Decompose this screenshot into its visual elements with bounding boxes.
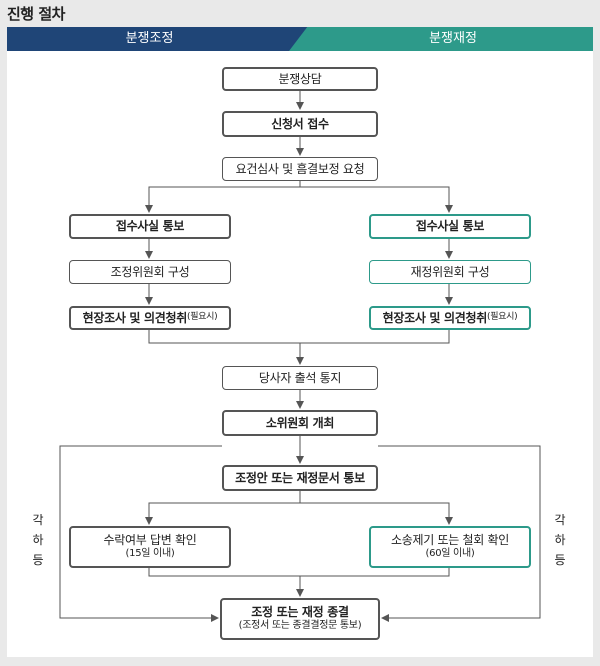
step-lawsuit-label: 소송제기 또는 철회 확인: [391, 533, 509, 548]
side-label-left: 각 하 등: [30, 510, 46, 570]
step-accept-note: (15일 이내): [125, 548, 175, 560]
step-right-receipt: 접수사실 통보: [369, 214, 531, 239]
step-left-survey-note: (필요시): [187, 312, 218, 323]
step-document-label: 조정안 또는 재정문서 통보: [235, 470, 365, 485]
step-left-survey: 현장조사 및 의견청취(필요시): [69, 306, 231, 330]
step-left-survey-label: 현장조사 및 의견청취: [82, 310, 188, 325]
tab-mediation-label: 분쟁조정: [125, 31, 174, 46]
step-subcommittee: 소위원회 개최: [222, 410, 378, 436]
split-connector-right: [300, 186, 453, 213]
step-lawsuit: 소송제기 또는 철회 확인(60일 이내): [369, 526, 531, 568]
tab-adjudication-label: 분쟁재정: [429, 31, 477, 46]
step-apply: 신청서 접수: [222, 111, 378, 137]
side-char: 등: [32, 553, 44, 567]
right-dismiss-path: [378, 445, 541, 622]
tab-mediation: 분쟁조정: [7, 27, 312, 51]
step-left-committee-label: 조정위원회 구성: [110, 264, 190, 279]
tab-adjudication: 분쟁재정: [289, 27, 593, 51]
step-consult-label: 분쟁상담: [278, 71, 322, 86]
step-left-committee: 조정위원회 구성: [69, 260, 231, 284]
step-end-note: (조정서 또는 종결결정문 통보): [238, 620, 362, 632]
step-accept-label: 수락여부 답변 확인: [103, 533, 197, 548]
step-right-receipt-label: 접수사실 통보: [415, 219, 485, 233]
step-accept: 수락여부 답변 확인(15일 이내): [69, 526, 231, 568]
step-right-committee-label: 재정위원회 구성: [410, 264, 490, 279]
step-end-label: 조정 또는 재정 종결: [251, 605, 349, 620]
side-char: 각: [554, 513, 566, 527]
side-label-right: 각 하 등: [552, 510, 568, 570]
step-notify: 당사자 출석 통지: [222, 366, 378, 390]
merge2-connector: [148, 568, 450, 577]
step-left-receipt-label: 접수사실 통보: [115, 219, 185, 233]
step-lawsuit-note: (60일 이내): [425, 548, 475, 560]
split-connector: [145, 181, 301, 213]
side-char: 각: [32, 513, 44, 527]
step-review-label: 요건심사 및 흠결보정 요청: [235, 161, 365, 176]
step-right-committee: 재정위원회 구성: [369, 260, 531, 284]
merge-connector: [148, 330, 450, 344]
step-end: 조정 또는 재정 종결(조정서 또는 종결결정문 통보): [220, 598, 380, 640]
step-left-receipt: 접수사실 통보: [69, 214, 231, 239]
step-right-survey-label: 현장조사 및 의견청취: [382, 310, 488, 325]
step-apply-label: 신청서 접수: [271, 116, 329, 131]
step-right-survey: 현장조사 및 의견청취(필요시): [369, 306, 531, 330]
split2-connector: [145, 491, 301, 525]
left-dismiss-path: [59, 445, 222, 622]
page-title: 진행 절차: [7, 5, 65, 23]
step-document: 조정안 또는 재정문서 통보: [222, 465, 378, 491]
step-subcommittee-label: 소위원회 개최: [265, 415, 335, 430]
split2-connector-right: [300, 502, 453, 525]
side-char: 하: [32, 533, 44, 547]
side-char: 등: [554, 553, 566, 567]
step-right-survey-note: (필요시): [487, 312, 518, 323]
step-review: 요건심사 및 흠결보정 요청: [222, 157, 378, 181]
track-tabs: 분쟁조정 분쟁재정: [7, 27, 593, 51]
step-consult: 분쟁상담: [222, 67, 378, 91]
side-char: 하: [554, 533, 566, 547]
step-notify-label: 당사자 출석 통지: [258, 370, 342, 385]
